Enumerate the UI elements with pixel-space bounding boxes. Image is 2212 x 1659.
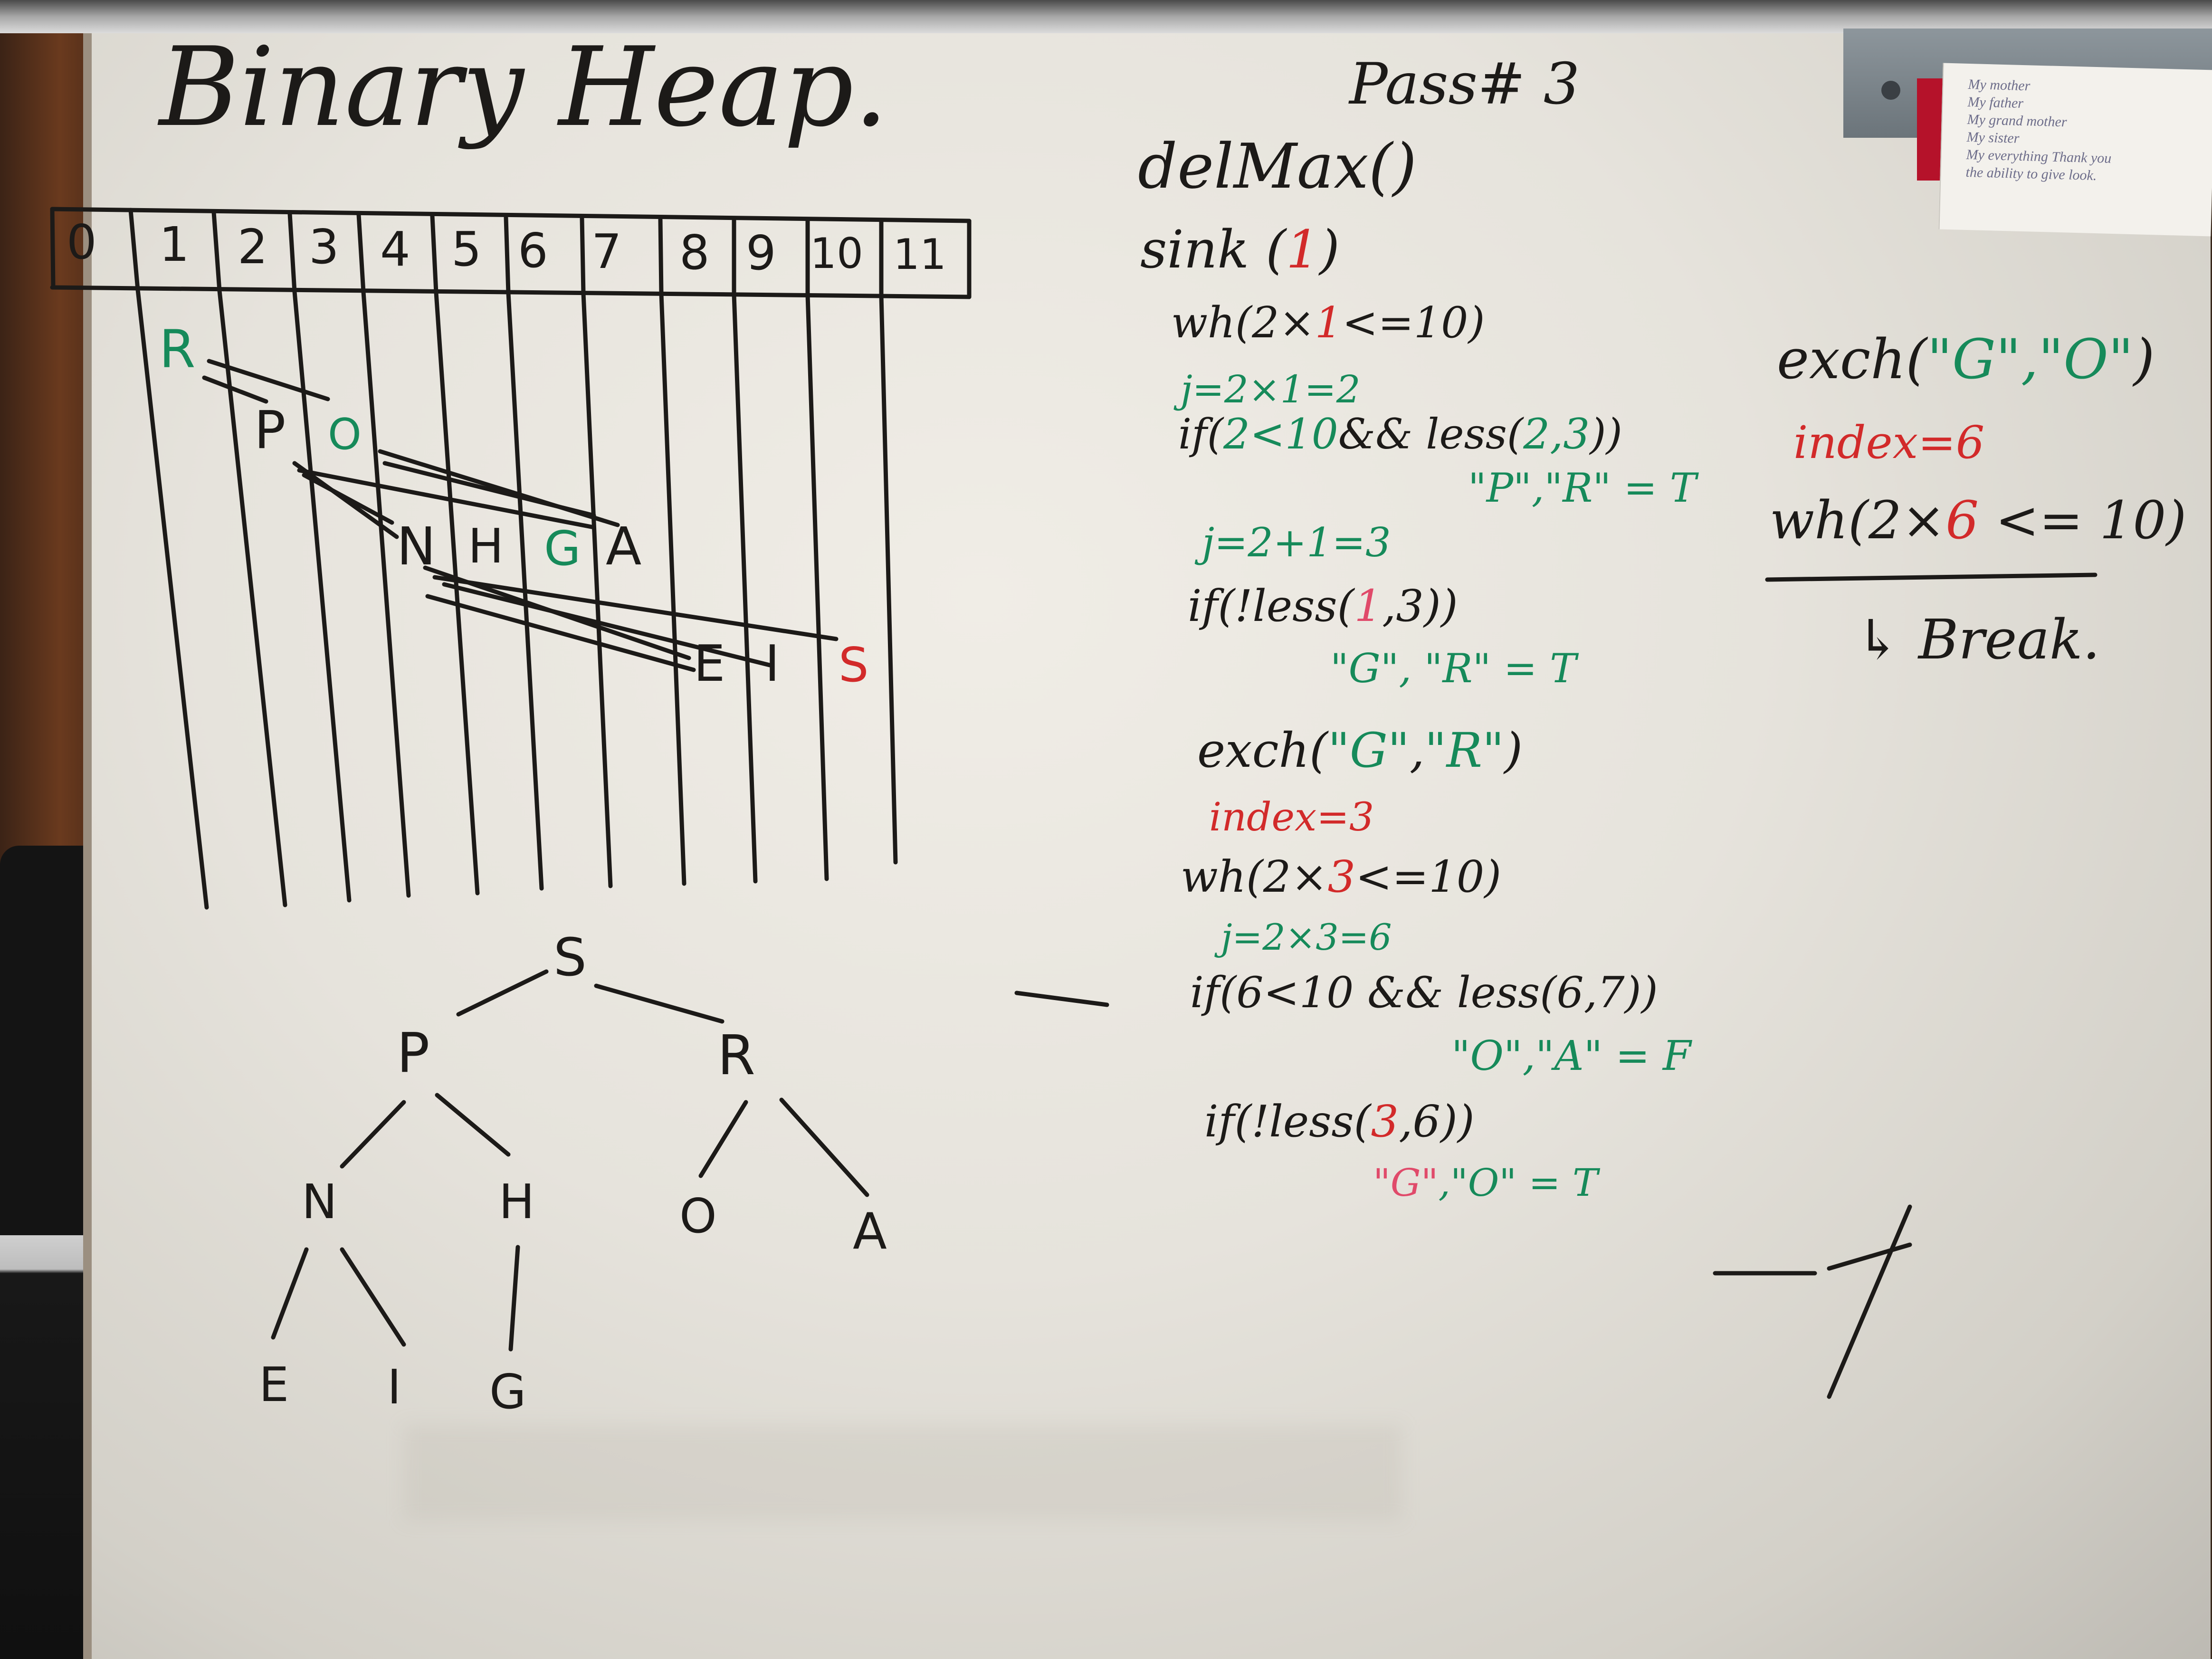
tree-node: E bbox=[259, 1357, 289, 1412]
array-value: N bbox=[397, 516, 436, 577]
trace-line: "G", "R" = T bbox=[1330, 645, 1577, 692]
trace-part: && less( bbox=[1338, 410, 1524, 458]
array-value: R bbox=[159, 319, 196, 380]
tree-node: I bbox=[387, 1359, 401, 1415]
trace-part: if( bbox=[1178, 410, 1224, 458]
erased-writing-smudge bbox=[404, 1425, 1402, 1520]
array-value: P bbox=[254, 400, 286, 460]
tree-node-root: S bbox=[553, 927, 587, 988]
trace-part: wh(2× bbox=[1171, 298, 1315, 348]
side-line: wh(2×6 <= 10) bbox=[1770, 494, 2186, 546]
array-index: 10 bbox=[810, 229, 863, 278]
array-value: S bbox=[839, 637, 869, 693]
trace-part: "G" bbox=[1328, 723, 1410, 778]
trace-line: "O","A" = F bbox=[1451, 1032, 1691, 1080]
side-line: index=6 bbox=[1793, 417, 1985, 469]
array-index: 1 bbox=[159, 217, 190, 272]
array-index: 11 bbox=[893, 230, 946, 279]
array-index: 8 bbox=[679, 225, 710, 280]
trace-part: <=10) bbox=[1342, 298, 1485, 348]
trace-line: if(2<10&& less(2,3)) bbox=[1178, 413, 1622, 455]
tree-node: H bbox=[499, 1174, 535, 1230]
trace-part: , bbox=[1409, 723, 1425, 778]
trace-part: wh(2× bbox=[1181, 851, 1328, 902]
tree-node: P bbox=[397, 1021, 430, 1085]
array-index: 9 bbox=[746, 225, 776, 281]
tree-node: A bbox=[853, 1202, 887, 1260]
trace-line: delMax() bbox=[1138, 130, 1417, 202]
trace-line: if(!less(3,6)) bbox=[1204, 1100, 1475, 1144]
tree-node: G bbox=[489, 1364, 526, 1420]
trace-line: "G","O" = T bbox=[1373, 1164, 1598, 1202]
whiteboard-top-rail bbox=[0, 0, 2212, 33]
array-index: 7 bbox=[591, 224, 622, 279]
trace-line: sink (1) bbox=[1140, 223, 1340, 276]
trace-line: "P","R" = T bbox=[1468, 465, 1697, 511]
trace-part: ) bbox=[1504, 723, 1523, 778]
trace-part: 2<10 bbox=[1223, 410, 1338, 458]
side-line: ↳ Break. bbox=[1855, 608, 2100, 672]
trace-line: wh(2×1<=10) bbox=[1171, 302, 1485, 344]
array-value: E bbox=[694, 635, 725, 693]
side-part: <= 10) bbox=[1979, 490, 2187, 551]
trace-part: 3 bbox=[1327, 851, 1356, 902]
trace-part: exch( bbox=[1197, 723, 1328, 778]
trace-line: if(6<10 && less(6,7)) bbox=[1190, 968, 1658, 1018]
tree-node: N bbox=[302, 1174, 337, 1230]
trace-part: ) bbox=[1319, 219, 1340, 280]
array-index: 2 bbox=[238, 219, 268, 275]
tree-node: R bbox=[717, 1024, 755, 1087]
trace-line: exch("G","R") bbox=[1197, 727, 1523, 774]
array-index: 0 bbox=[67, 214, 97, 270]
side-part: ) bbox=[2133, 328, 2155, 391]
array-index: 5 bbox=[451, 221, 482, 277]
trace-part: if(!less( bbox=[1204, 1096, 1371, 1147]
trace-part: 2,3 bbox=[1523, 410, 1590, 458]
side-part: wh(2× bbox=[1770, 490, 1946, 551]
trace-part: sink ( bbox=[1140, 219, 1287, 280]
trace-line: j=2×1=2 bbox=[1181, 367, 1361, 411]
side-part: exch( bbox=[1777, 328, 1927, 391]
side-line: exch("G","O") bbox=[1777, 333, 2155, 387]
trace-line: index=3 bbox=[1209, 795, 1374, 840]
trace-line: if(!less(1,3)) bbox=[1188, 584, 1458, 628]
pass-label: Pass# 3 bbox=[1349, 51, 1580, 117]
side-part: 6 bbox=[1945, 490, 1979, 551]
trace-part: ,"O" = T bbox=[1438, 1161, 1598, 1205]
page-title: Binary Heap. bbox=[159, 24, 888, 151]
trace-part: ,6)) bbox=[1399, 1096, 1475, 1147]
trace-line: wh(2×3<=10) bbox=[1181, 855, 1501, 899]
tree-node: O bbox=[679, 1188, 717, 1244]
array-value: O bbox=[328, 410, 362, 459]
array-value: I bbox=[765, 635, 780, 693]
trace-part: 3 bbox=[1371, 1096, 1399, 1147]
trace-line: j=2×3=6 bbox=[1221, 916, 1392, 958]
array-value: H bbox=[468, 518, 504, 574]
trace-part: "R" bbox=[1424, 723, 1504, 778]
trace-part: "G" bbox=[1373, 1161, 1439, 1205]
trace-part: 1 bbox=[1286, 219, 1320, 280]
clip-screw-icon bbox=[1881, 81, 1900, 100]
trace-line: j=2+1=3 bbox=[1202, 519, 1391, 566]
array-index: 4 bbox=[380, 221, 410, 277]
trace-part: 1 bbox=[1315, 298, 1343, 348]
array-index: 3 bbox=[309, 219, 339, 275]
array-value: A bbox=[606, 516, 642, 577]
trace-part: <=10) bbox=[1355, 851, 1502, 902]
trace-part: ,3)) bbox=[1382, 581, 1458, 631]
array-value: G bbox=[544, 521, 581, 576]
trace-part: 1 bbox=[1354, 581, 1382, 631]
trace-part: if(!less( bbox=[1188, 581, 1354, 631]
array-index: 6 bbox=[518, 223, 548, 278]
trace-part: )) bbox=[1590, 410, 1622, 458]
side-part: "G","O" bbox=[1927, 328, 2134, 391]
